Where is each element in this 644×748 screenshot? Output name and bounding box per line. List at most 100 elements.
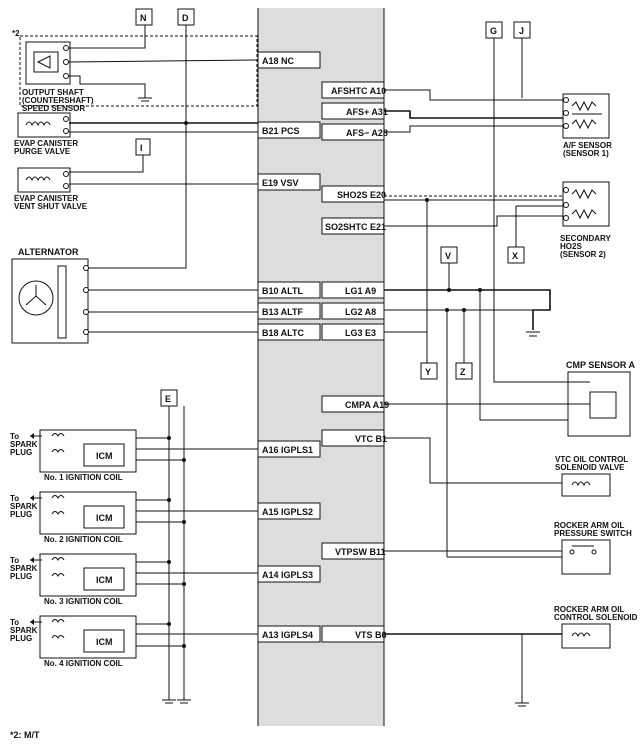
wire-segment: [69, 75, 146, 98]
wire-segment: [571, 100, 597, 112]
wire-segment: [384, 125, 563, 133]
wire-segment: [257, 302, 321, 320]
wire-segment: [182, 458, 186, 462]
af-sensor-label: A/F SENSOR: [563, 141, 612, 150]
speed-sensor-body: [25, 41, 71, 85]
diagram-label: SPARK: [10, 502, 38, 511]
pin-e21: SO2SHTC E21: [325, 222, 386, 232]
pin-b11: VTPSW B11: [335, 547, 386, 557]
wire-segment: [563, 202, 569, 208]
wire-segment: [321, 185, 385, 203]
af-sensor-body: [562, 93, 610, 139]
wire-segment: [30, 619, 34, 625]
wire-segment: [83, 505, 125, 529]
pin-e19: E19 VSV: [262, 178, 299, 188]
pin-a13: A13 IGPLS4: [262, 630, 313, 640]
pin-e3: LG3 E3: [345, 328, 376, 338]
wire-segment: [563, 97, 569, 103]
ecm-right-pins: AFSHTC A10 AFS+ A31 AFS− A28 SHO2S E20 S…: [321, 81, 389, 643]
wire-segment: [515, 205, 563, 247]
diagram-label: SPEED SENSOR: [22, 104, 85, 113]
wire-segment: [83, 329, 89, 335]
pin-b21: B21 PCS: [262, 126, 300, 136]
wire-segment: [184, 121, 188, 125]
wire-segment: [63, 171, 69, 177]
vtc-valve-body: [561, 473, 611, 497]
wire-segment: [63, 183, 69, 189]
diagram-label: PRESSURE SWITCH: [554, 529, 632, 538]
pin-a28: AFS− A28: [346, 128, 388, 138]
pin-b6: VTS B6: [355, 630, 387, 640]
wire-segment: [257, 565, 321, 583]
mt-dashed-box: [19, 35, 258, 107]
pin-a9: LG1 A9: [345, 286, 376, 296]
wire-segment: [63, 59, 69, 65]
diagram-label: To: [10, 618, 19, 627]
wire-segment: [384, 215, 563, 227]
diagram-label: (SENSOR 1): [563, 149, 609, 158]
diagram-label: PLUG: [10, 448, 32, 457]
wire-segment: [30, 433, 34, 439]
footnote: *2: M/T: [10, 730, 40, 740]
wire-segment: [563, 215, 569, 221]
connector-flags: N D G J I V X Y Z E: [135, 8, 531, 407]
connector-d: D: [182, 13, 189, 23]
wire-segment: [571, 188, 597, 200]
wire-segment: [182, 582, 186, 586]
pin-b13: B13 ALTF: [262, 307, 304, 317]
wire-segment: [88, 25, 187, 269]
wire-segment: [63, 45, 69, 51]
wire-segment: [571, 118, 597, 130]
cmp-sensor-label: CMP SENSOR A: [566, 360, 636, 370]
connector-j: J: [519, 26, 524, 36]
wire-segment: [321, 302, 385, 320]
diagram-label: PLUG: [10, 572, 32, 581]
wire-segment: [479, 290, 590, 421]
wire-segment: [83, 287, 89, 293]
pin-a31: AFS+ A31: [346, 107, 388, 117]
wire-segment: [69, 25, 146, 49]
wire-segment: [83, 443, 125, 467]
pin-a10: AFSHTC A10: [331, 86, 386, 96]
wire-segment: [36, 55, 51, 69]
alternator-body: [11, 258, 89, 344]
wire-segment: [30, 557, 34, 563]
wire-segment: [83, 567, 125, 591]
wire-segment: [384, 110, 563, 119]
diagram-label: HO2S: [560, 242, 582, 251]
diagram-label: (COUNTERSHAFT): [22, 96, 94, 105]
coil-3-label: No. 3 IGNITION COIL: [44, 597, 123, 606]
wire-segment: [591, 549, 597, 555]
wire-segment: [462, 308, 466, 312]
icm-label: ICM: [96, 451, 113, 461]
pin-a19: CMPA A19: [345, 400, 389, 410]
connector-n: N: [140, 13, 147, 23]
pin-a16: A16 IGPLS1: [262, 445, 313, 455]
wire-segment: [571, 481, 591, 487]
wire-segment: [51, 619, 65, 639]
speed-sensor-label: OUTPUT SHAFT: [22, 88, 84, 97]
wire-segment: [589, 391, 617, 419]
coil-2-label: No. 2 IGNITION COIL: [44, 535, 123, 544]
ho2s-body: [562, 181, 610, 227]
wire-segment: [167, 436, 171, 440]
diagram-label: (SENSOR 2): [560, 250, 606, 259]
wire-segment: [83, 629, 125, 653]
wire-segment: [384, 437, 562, 484]
wire-segment: [478, 288, 482, 292]
wire-segment: [68, 59, 259, 63]
wire-segment: [57, 265, 67, 339]
wire-segment: [257, 173, 321, 191]
connector-i: I: [140, 143, 143, 153]
wire-segment: [51, 495, 65, 515]
diagram-label: SPARK: [10, 440, 38, 449]
wire-segment: [167, 560, 171, 564]
diagram-label: PLUG: [10, 634, 32, 643]
wire-segment: [182, 644, 186, 648]
wire-segment: [25, 285, 47, 306]
alternator-label: ALTERNATOR: [18, 247, 79, 257]
wire-segment: [51, 557, 65, 577]
diagram-label: PLUG: [10, 510, 32, 519]
